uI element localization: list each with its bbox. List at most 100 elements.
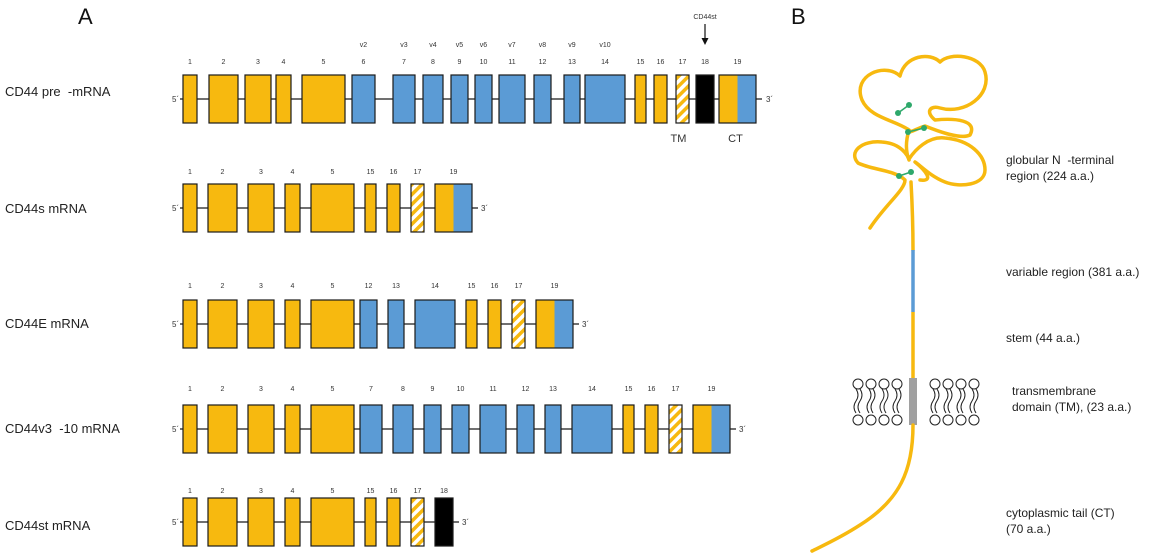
variant-exon-label: v4 [429,42,437,49]
exon-19-constant-half [435,184,454,232]
variant-exon-label: v8 [539,42,547,49]
exon-19-constant-half [693,405,712,453]
exon-number: 5 [331,488,335,495]
exon-number: 1 [188,386,192,393]
membrane-bilayer [852,378,980,426]
lipid-head-inner [942,414,954,426]
transcript-label-pre-mrna: CD44 pre -mRNA [5,84,111,99]
exon-box [301,74,346,124]
exon-box [414,299,456,349]
exon-19-constant-half [719,75,738,123]
lipid-head-inner [891,414,903,426]
exon-number: 2 [221,488,225,495]
variant-exon-label: v2 [360,42,368,49]
exon-number: 10 [480,59,488,66]
exon-box [410,183,425,233]
lipid-head-inner [865,414,877,426]
exon-number: 7 [402,59,406,66]
lipid-head-inner [929,414,941,426]
exon-19-variant-half [711,405,730,453]
exon-box [571,404,613,454]
exon-number: 17 [672,386,680,393]
exon-box [387,299,405,349]
variant-exon-label: v3 [400,42,408,49]
exon-number: 5 [322,59,326,66]
exon-number: 14 [431,283,439,290]
exon-number: 13 [568,59,576,66]
three-prime-label: 3´ [766,95,773,104]
ct-label: CT [728,133,743,145]
exon-box [695,74,715,124]
exon-box [450,74,469,124]
region-label-variable: variable region (381 a.a.) [1006,265,1140,279]
disulfide-dot [896,173,902,179]
exon-number: 7 [369,386,373,393]
exon-box [247,183,275,233]
cd44st-arrow-label: CD44st [693,14,716,21]
exon-box [487,299,502,349]
exon-box [182,183,198,233]
exon-number: 1 [188,169,192,176]
exon-number: 9 [431,386,435,393]
exon-box [364,497,377,547]
exon-number: 9 [458,59,462,66]
exon-box [284,183,301,233]
lipid-head-outer [878,378,890,390]
exon-box [392,74,416,124]
disulfide-dot [906,102,912,108]
exon-box [386,183,401,233]
exon-box [434,497,454,547]
panel-a-label: A [78,4,93,29]
exon-number: 15 [637,59,645,66]
exon-box [410,497,425,547]
lipid-head-inner [955,414,967,426]
exon-box [434,183,473,233]
exon-box [511,299,526,349]
exon-box [208,74,239,124]
exon-box [392,404,414,454]
exon-number: 18 [701,59,709,66]
exon-number: 12 [539,59,547,66]
exon-number: 14 [588,386,596,393]
exon-box [465,299,478,349]
exon-number: 19 [734,59,742,66]
variant-exon-label: v7 [508,42,516,49]
exon-box [584,74,626,124]
lipid-tails [866,388,876,414]
exon-number: 11 [508,59,515,66]
lipid-head-inner [968,414,980,426]
exon-number: 17 [679,59,687,66]
exon-box [668,404,683,454]
exon-box [451,404,470,454]
variant-exon-label: v10 [599,42,610,49]
lipid-head-inner [878,414,890,426]
exon-number: 16 [491,283,499,290]
exon-box [634,74,647,124]
lipid-head-outer [942,378,954,390]
exon-number: 17 [515,283,523,290]
transcript-label-cd44e: CD44E mRNA [5,316,89,331]
exon-number: 19 [450,169,458,176]
exon-number: 17 [414,488,422,495]
exon-number: 2 [222,59,226,66]
exon-number: 15 [468,283,476,290]
exon-number: 15 [625,386,633,393]
exon-19-variant-half [453,184,472,232]
exon-box [247,497,275,547]
exon-number: 15 [367,488,375,495]
exon-19-constant-half [536,300,555,348]
exon-box [207,299,238,349]
disulfide-dot [908,169,914,175]
cytoplasmic-tail [810,423,915,553]
exon-number: 12 [522,386,530,393]
exon-number: 13 [392,283,400,290]
transmembrane-segment [909,378,917,425]
exon-box [533,74,552,124]
exon-number: 2 [221,386,225,393]
exon-box [535,299,574,349]
exon-box [247,404,275,454]
lipid-head-inner [852,414,864,426]
